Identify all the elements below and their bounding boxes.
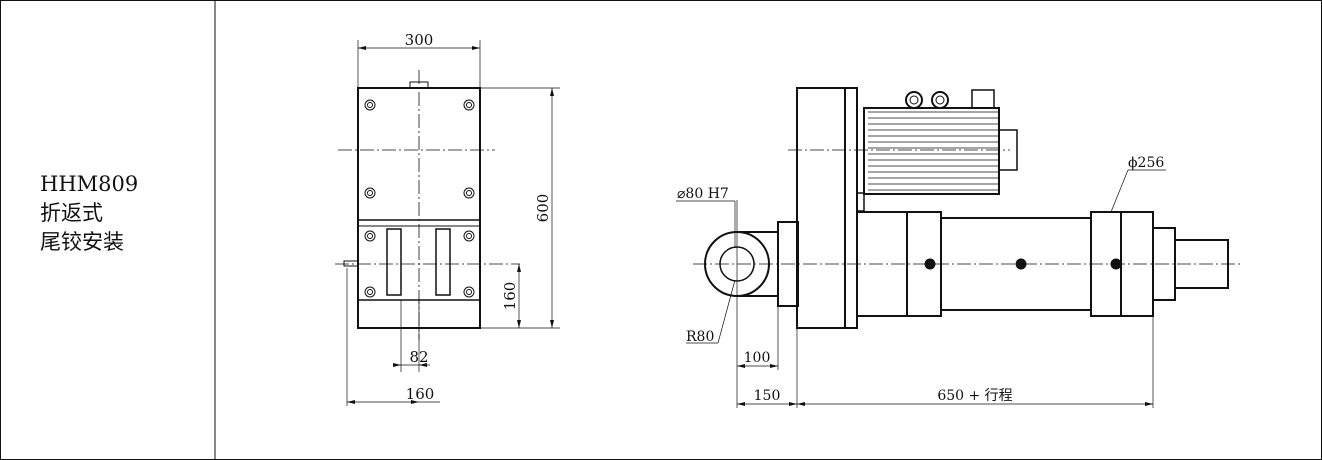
dim-base-offset: 160 bbox=[406, 385, 435, 403]
dim-body-length: 650 + 行程 bbox=[937, 388, 1012, 404]
gearbox-plate bbox=[796, 87, 846, 329]
dim-height-total: 600 bbox=[534, 194, 552, 223]
mount-type-line2: 尾铰安装 bbox=[40, 230, 124, 254]
title-block: HHM809 折返式 尾铰安装 bbox=[40, 170, 138, 257]
motor-housing bbox=[863, 107, 1000, 195]
dim-tube-diameter: ϕ256 bbox=[1128, 155, 1164, 171]
dim-clevis-bore: ⌀80 H7 bbox=[677, 186, 729, 202]
dim-clevis-offset: 100 bbox=[744, 350, 771, 366]
dim-clevis-length: 150 bbox=[754, 388, 781, 404]
dim-height-lower: 160 bbox=[501, 282, 519, 311]
mount-slot-right bbox=[435, 228, 451, 296]
mount-slot-left bbox=[386, 228, 402, 296]
side-view bbox=[676, 87, 1240, 408]
front-view bbox=[335, 40, 560, 406]
dim-clevis-radius: R80 bbox=[686, 329, 714, 345]
dim-slot-spacing: 82 bbox=[409, 348, 428, 366]
dim-width-top: 300 bbox=[405, 31, 434, 49]
model-number: HHM809 bbox=[40, 172, 139, 196]
motor-fins bbox=[868, 111, 998, 191]
bolt-holes bbox=[364, 99, 475, 298]
mount-type-line1: 折返式 bbox=[40, 201, 103, 225]
connector bbox=[971, 89, 995, 109]
